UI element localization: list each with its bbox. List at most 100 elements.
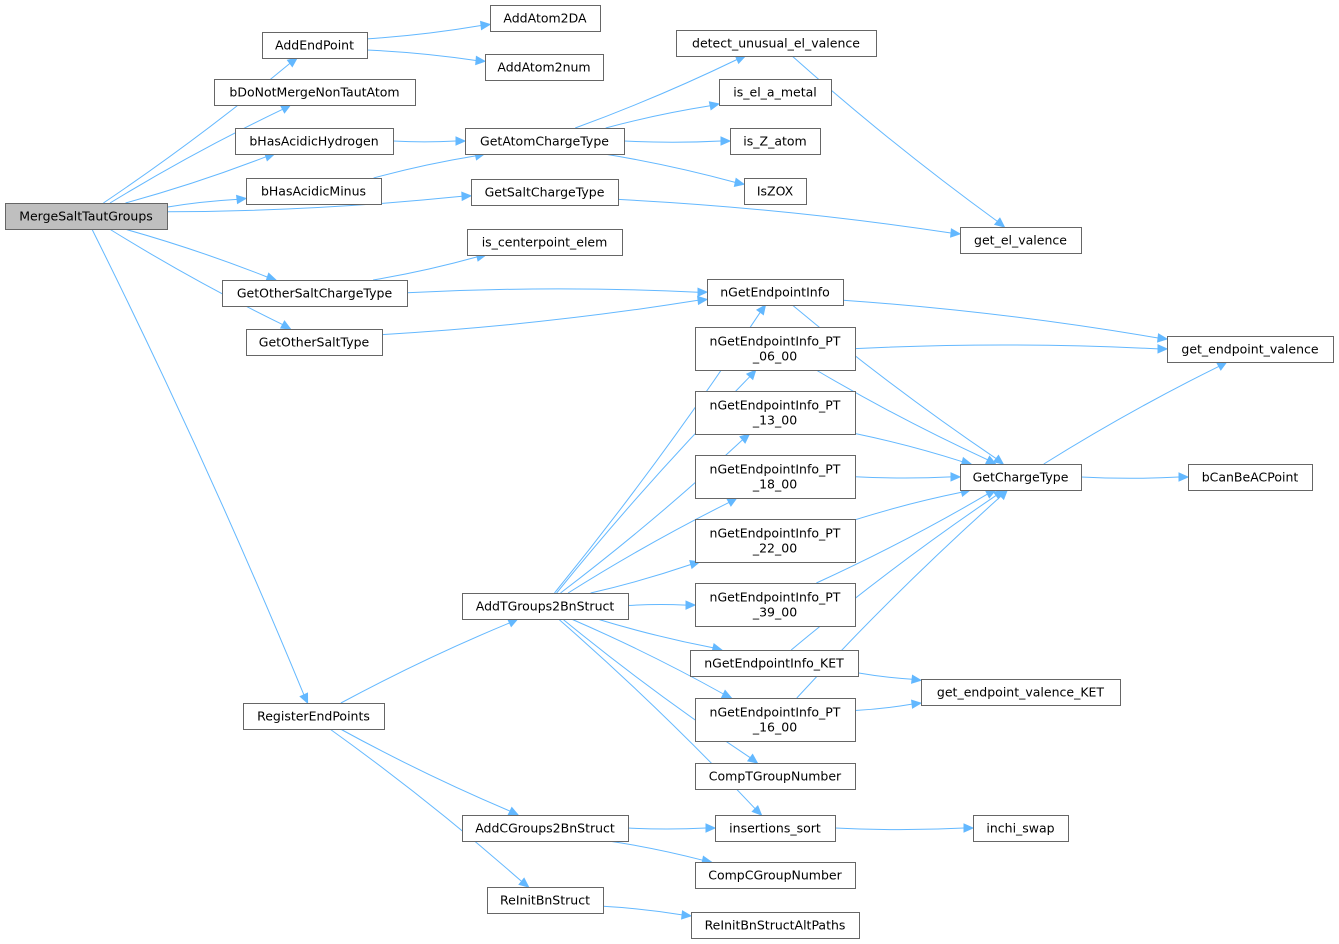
node-is_Z_atom[interactable]: is_Z_atom (730, 128, 821, 155)
edge-line (815, 369, 988, 461)
node-GetOtherSaltChargeType[interactable]: GetOtherSaltChargeType (222, 280, 408, 307)
arrowhead-icon (1216, 361, 1228, 371)
edge-RegisterEndPoints-to-AddTGroups2BnStruct (340, 618, 519, 704)
edge-line (109, 108, 283, 204)
node-box (1188, 464, 1313, 491)
edge-line (842, 299, 1159, 339)
node-RegisterEndPoints[interactable]: RegisterEndPoints (243, 703, 385, 730)
node-inchi_swap[interactable]: inchi_swap (973, 815, 1069, 842)
arrowhead-icon (299, 692, 309, 705)
node-box (744, 178, 807, 205)
node-label: AddEndPoint (275, 38, 354, 53)
node-nGetEndpointInfo_PT_39_00[interactable]: nGetEndpointInfo_PT_39_00 (695, 583, 856, 627)
node-nGetEndpointInfo[interactable]: nGetEndpointInfo (707, 279, 844, 306)
edge-nGetEndpointInfo-to-get_endpoint_valence (842, 299, 1169, 343)
edge-line (91, 228, 305, 695)
node-CompCGroupNumber[interactable]: CompCGroupNumber (695, 862, 856, 889)
node-label: bHasAcidicMinus (261, 184, 366, 199)
node-get_el_valence[interactable]: get_el_valence (960, 227, 1082, 254)
node-detect_unusual_el_valence[interactable]: detect_unusual_el_valence (676, 30, 877, 57)
edge-ReInitBnStruct-to-ReInitBnStructAltPaths (602, 905, 693, 920)
node-box (719, 79, 832, 106)
edge-line (406, 288, 699, 294)
arrowhead-icon (992, 454, 1005, 465)
edge-line (854, 491, 962, 521)
node-label: ReInitBnStructAltPaths (705, 918, 846, 933)
node-label: AddAtom2num (497, 60, 590, 75)
node-label: ReInitBnStruct (500, 893, 590, 908)
node-box (960, 464, 1082, 491)
node-get_endpoint_valence[interactable]: get_endpoint_valence (1167, 336, 1334, 363)
arrowhead-icon (950, 228, 962, 238)
node-nGetEndpointInfo_PT_13_00[interactable]: nGetEndpointInfo_PT_13_00 (695, 391, 856, 435)
node-AddAtom2num[interactable]: AddAtom2num (485, 54, 604, 81)
node-label: bCanBeACPoint (1202, 470, 1299, 485)
arrowhead-icon (746, 753, 759, 764)
node-MergeSaltTautGroups[interactable]: MergeSaltTautGroups (5, 203, 168, 230)
edge-line (1080, 476, 1180, 479)
node-label: bDoNotMergeNonTautAtom (229, 85, 399, 100)
node-bHasAcidicHydrogen[interactable]: bHasAcidicHydrogen (235, 128, 394, 155)
node-GetAtomChargeType[interactable]: GetAtomChargeType (465, 128, 625, 155)
node-AddEndPoint[interactable]: AddEndPoint (262, 32, 368, 59)
arrowhead-icon (1157, 344, 1169, 354)
edge-nGetEndpointInfo_PT_06_00-to-get_endpoint_valence (854, 344, 1169, 354)
edge-nGetEndpointInfo_PT_06_00-to-GetChargeType (815, 369, 997, 465)
node-insertions_sort[interactable]: insertions_sort (715, 815, 836, 842)
arrowhead-icon (1178, 472, 1190, 482)
arrowhead-icon (751, 804, 763, 816)
node-label: nGetEndpointInfo_PT (710, 705, 841, 720)
node-box (471, 179, 619, 206)
edge-AddCGroups2BnStruct-to-CompCGroupNumber (608, 840, 713, 865)
node-label: RegisterEndPoints (257, 709, 370, 724)
edge-line (627, 827, 707, 830)
node-AddCGroups2BnStruct[interactable]: AddCGroups2BnStruct (462, 815, 629, 842)
edge-line (602, 905, 683, 916)
node-label: AddTGroups2BnStruct (476, 599, 615, 614)
node-nGetEndpointInfo_PT_06_00[interactable]: nGetEndpointInfo_PT_06_00 (695, 327, 856, 371)
node-bCanBeACPoint[interactable]: bCanBeACPoint (1188, 464, 1313, 491)
edge-AddEndPoint-to-AddAtom2DA (366, 20, 492, 40)
node-nGetEndpointInfo_PT_22_00[interactable]: nGetEndpointInfo_PT_22_00 (695, 519, 856, 563)
arrowhead-icon (708, 101, 721, 111)
node-label: is_centerpoint_elem (482, 235, 608, 250)
node-label: nGetEndpointInfo_PT (710, 526, 841, 541)
node-label: nGetEndpointInfo (720, 285, 830, 300)
node-box (921, 679, 1121, 706)
node-bDoNotMergeNonTautAtom[interactable]: bDoNotMergeNonTautAtom (214, 79, 416, 106)
node-box (730, 128, 821, 155)
node-ReInitBnStructAltPaths[interactable]: ReInitBnStructAltPaths (691, 912, 860, 939)
node-GetSaltChargeType[interactable]: GetSaltChargeType (471, 179, 619, 206)
arrowhead-icon (755, 304, 767, 316)
arrowhead-icon (963, 823, 975, 833)
node-IsZOX[interactable]: IsZOX (744, 178, 807, 205)
edge-line (816, 493, 988, 584)
node-label: GetAtomChargeType (480, 134, 609, 149)
node-nGetEndpointInfo_PT_18_00[interactable]: nGetEndpointInfo_PT_18_00 (695, 455, 856, 499)
node-is_centerpoint_elem[interactable]: is_centerpoint_elem (467, 229, 623, 256)
edge-line (834, 827, 965, 831)
node-CompTGroupNumber[interactable]: CompTGroupNumber (695, 763, 856, 790)
node-label: detect_unusual_el_valence (692, 36, 860, 51)
edge-line (373, 256, 478, 281)
node-bHasAcidicMinus[interactable]: bHasAcidicMinus (246, 178, 382, 205)
node-ReInitBnStruct[interactable]: ReInitBnStruct (487, 887, 604, 914)
node-box (5, 203, 168, 230)
node-box (695, 698, 856, 742)
node-GetOtherSaltType[interactable]: GetOtherSaltType (246, 329, 383, 356)
edge-line (373, 155, 476, 179)
node-box (695, 455, 856, 499)
edge-AddCGroups2BnStruct-to-insertions_sort (627, 823, 717, 833)
arrowhead-icon (507, 806, 520, 816)
node-label: GetOtherSaltChargeType (237, 286, 393, 301)
node-get_endpoint_valence_KET[interactable]: get_endpoint_valence_KET (921, 679, 1121, 706)
edge-line (567, 501, 730, 594)
edge-GetOtherSaltType-to-nGetEndpointInfo (381, 295, 709, 336)
node-AddTGroups2BnStruct[interactable]: AddTGroups2BnStruct (462, 593, 629, 620)
node-is_el_a_metal[interactable]: is_el_a_metal (719, 79, 832, 106)
node-nGetEndpointInfo_KET[interactable]: nGetEndpointInfo_KET (690, 650, 859, 677)
node-nGetEndpointInfo_PT_16_00[interactable]: nGetEndpointInfo_PT_16_00 (695, 698, 856, 742)
node-AddAtom2DA[interactable]: AddAtom2DA (490, 5, 601, 32)
node-GetChargeType[interactable]: GetChargeType (960, 464, 1082, 491)
